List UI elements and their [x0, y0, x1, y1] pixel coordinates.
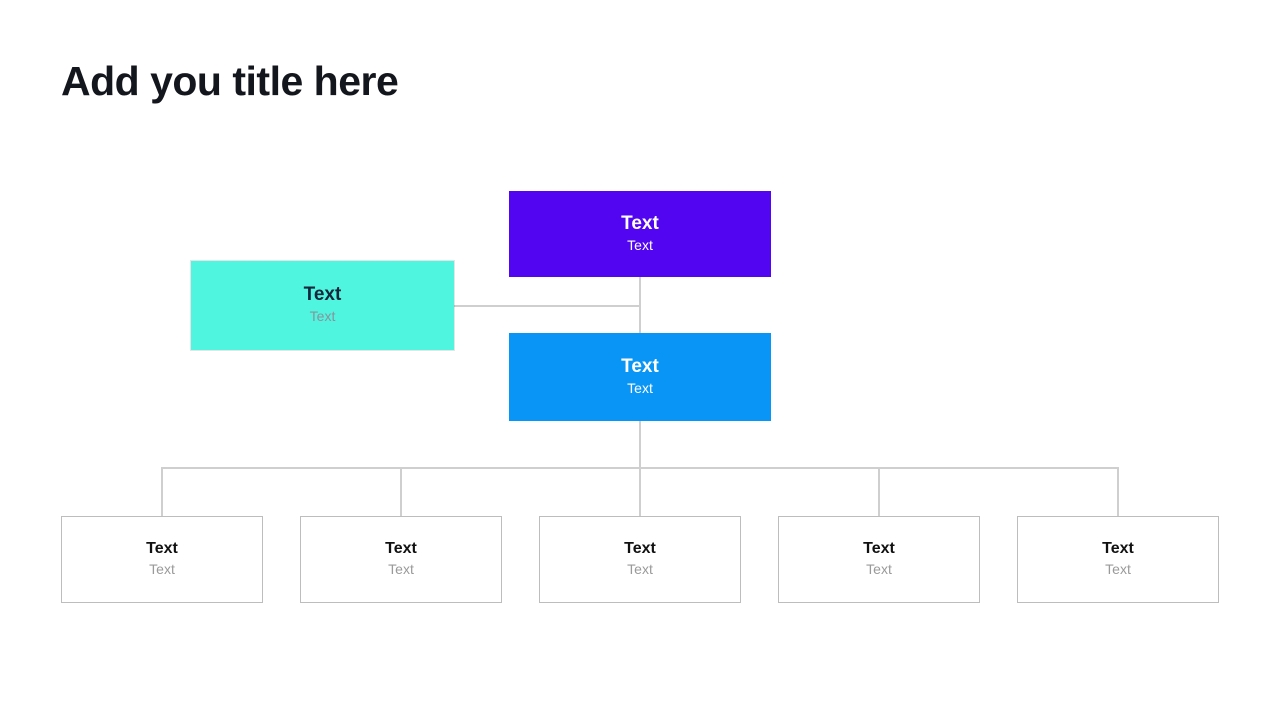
org-node-child-1-title: Text	[146, 540, 178, 558]
connector-manager-to-bus	[639, 421, 641, 468]
connector-child-1-drop	[161, 468, 163, 517]
org-node-child-2: Text Text	[300, 516, 502, 603]
org-node-manager-subtitle: Text	[627, 379, 653, 396]
org-node-child-5: Text Text	[1017, 516, 1219, 603]
connector-child-4-drop	[878, 468, 880, 517]
org-node-child-4-subtitle: Text	[866, 560, 892, 577]
org-node-child-2-title: Text	[385, 540, 417, 558]
connector-root-to-manager	[639, 277, 641, 333]
org-node-manager: Text Text	[509, 333, 771, 421]
org-node-root-title: Text	[621, 212, 659, 234]
org-node-child-1: Text Text	[61, 516, 263, 603]
org-node-child-1-subtitle: Text	[149, 560, 175, 577]
org-node-root: Text Text	[509, 191, 771, 277]
connector-child-2-drop	[400, 468, 402, 517]
org-node-child-5-subtitle: Text	[1105, 560, 1131, 577]
org-node-child-2-subtitle: Text	[388, 560, 414, 577]
org-node-child-3-subtitle: Text	[627, 560, 653, 577]
org-node-root-subtitle: Text	[627, 236, 653, 253]
org-node-child-5-title: Text	[1102, 540, 1134, 558]
org-node-child-3-title: Text	[624, 540, 656, 558]
org-node-child-4: Text Text	[778, 516, 980, 603]
org-node-child-3: Text Text	[539, 516, 741, 603]
org-node-child-4-title: Text	[863, 540, 895, 558]
org-node-assistant: Text Text	[191, 261, 454, 350]
org-node-assistant-subtitle: Text	[309, 308, 336, 325]
connector-child-5-drop	[1117, 468, 1119, 517]
connector-child-3-drop	[639, 468, 641, 517]
org-node-manager-title: Text	[621, 355, 659, 377]
slide-title: Add you title here	[61, 58, 399, 104]
org-node-assistant-title: Text	[303, 284, 342, 306]
connector-assistant-to-trunk	[454, 305, 640, 307]
